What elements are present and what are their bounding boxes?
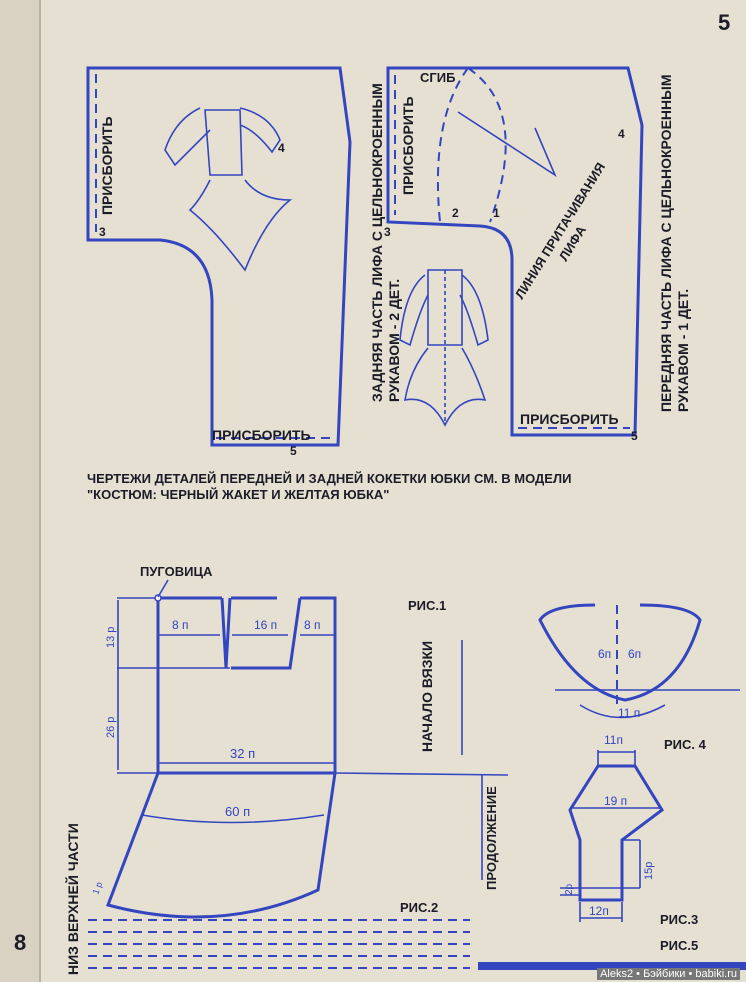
front-caption-line2: РУКАВОМ - 1 ДЕТ.: [675, 289, 691, 412]
point-label: 2: [452, 206, 459, 220]
back-bodice-pattern: ПРИСБОРИТЬ ПРИСБОРИТЬ 3 4 5: [86, 66, 352, 458]
fig2-label: РИС.2: [400, 900, 438, 915]
fig2-stitch-chart: [88, 919, 470, 969]
dim-label: 16 п: [254, 618, 277, 632]
start-knitting-label: НАЧАЛО ВЯЗКИ: [419, 641, 435, 752]
dim-label: 8 п: [304, 618, 321, 632]
page-number: 5: [718, 10, 730, 35]
point-label: 5: [290, 444, 297, 458]
dim-label: 1 р: [90, 881, 104, 896]
dim-label: 15р: [643, 862, 655, 880]
dim-label: 8 п: [172, 618, 189, 632]
note-line1: ЧЕРТЕЖИ ДЕТАЛЕЙ ПЕРЕДНЕЙ И ЗАДНЕЙ КОКЕТК…: [87, 471, 571, 486]
point-label: 4: [278, 141, 285, 155]
credit-watermark: Aleks2 • Бэйбики • babiki.ru: [597, 968, 740, 980]
note-line2: "КОСТЮМ: ЧЕРНЫЙ ЖАКЕТ И ЖЕЛТАЯ ЮБКА": [87, 487, 389, 502]
point-label: 4: [618, 127, 625, 141]
upper-bottom-label: НИЗ ВЕРХНЕЙ ЧАСТИ: [64, 823, 81, 975]
dim-label: 26 р: [105, 717, 117, 738]
point-label: 3: [384, 225, 391, 239]
dim-label: 2р: [564, 883, 575, 895]
point-label: 1: [493, 206, 500, 220]
fig4-diagram: 6п 6п 11 п РИС. 4: [538, 603, 740, 752]
dim-label: 60 п: [225, 804, 250, 819]
back-caption-line2: РУКАВОМ - 2 ДЕТ.: [386, 279, 402, 402]
dim-label: 12п: [589, 904, 609, 918]
fig5-label: РИС.5: [660, 938, 698, 953]
fig4-label: РИС. 4: [664, 737, 707, 752]
dim-label: 6п: [598, 647, 611, 661]
fig1-label: РИС.1: [408, 598, 446, 613]
front-gather-side-label: ПРИСБОРИТЬ: [400, 96, 416, 195]
back-gather-side-label: ПРИСБОРИТЬ: [99, 116, 115, 215]
dim-label: 11п: [604, 733, 623, 747]
dim-label: 11 п: [618, 706, 640, 720]
page-margin: [0, 0, 40, 982]
margin-number: 8: [14, 930, 26, 955]
fig3-label: РИС.3: [660, 912, 698, 927]
front-caption-line1: ПЕРЕДНЯЯ ЧАСТЬ ЛИФА С ЦЕЛЬНОКРОЕННЫМ: [658, 75, 674, 413]
point-label: 3: [99, 225, 106, 239]
dim-label: 13 р: [105, 627, 117, 648]
fig1-diagram: ПУГОВИЦА РИС.1 8 п 16 п 8 п 13 р 26 р 32…: [64, 564, 509, 975]
back-caption: ЗАДНЯЯ ЧАСТЬ ЛИФА С ЦЕЛЬНОКРОЕННЫМ РУКАВ…: [369, 83, 402, 402]
point-label: 5: [631, 429, 638, 443]
front-bodice-pattern: СГИБ ПРИСБОРИТЬ ПРИСБОРИТЬ 1 2 3 4 5 ЛИН…: [384, 66, 644, 443]
bodice-line-label: ЛИНИЯ ПРИТАЧИВАНИЯ: [512, 160, 608, 302]
fig3-diagram: 11п 19 п 15р 2р 12п РИС.3 РИС.5: [560, 733, 698, 953]
dim-label: 6п: [628, 647, 641, 661]
bottom-strip: [478, 962, 746, 970]
front-caption: ПЕРЕДНЯЯ ЧАСТЬ ЛИФА С ЦЕЛЬНОКРОЕННЫМ РУК…: [658, 75, 691, 413]
fold-label: СГИБ: [420, 70, 455, 85]
back-gather-bottom-label: ПРИСБОРИТЬ: [212, 427, 311, 443]
model-sketch-back: [164, 107, 293, 272]
model-sketch-front: [399, 269, 489, 427]
dim-label: 19 п: [604, 794, 627, 808]
continuation-label: ПРОДОЛЖЕНИЕ: [484, 786, 499, 890]
front-gather-bottom-label: ПРИСБОРИТЬ: [520, 411, 619, 427]
dim-label: 32 п: [230, 746, 255, 761]
button-label: ПУГОВИЦА: [140, 564, 213, 579]
back-caption-line1: ЗАДНЯЯ ЧАСТЬ ЛИФА С ЦЕЛЬНОКРОЕННЫМ: [369, 83, 385, 402]
